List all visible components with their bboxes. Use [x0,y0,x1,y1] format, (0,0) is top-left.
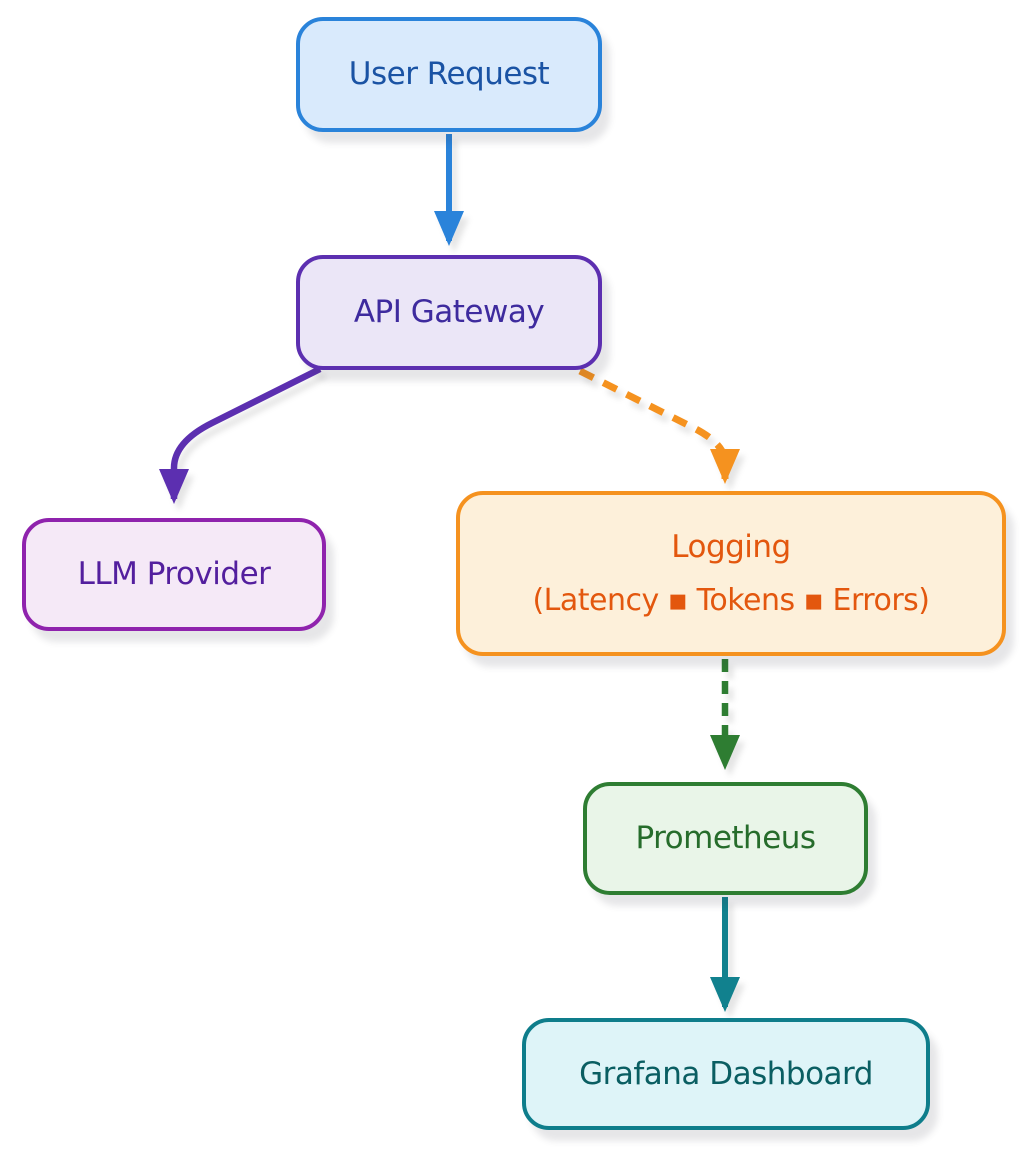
node-prometheus: Prometheus [583,782,868,895]
node-logging-sublabel: (Latency ▪ Tokens ▪ Errors) [532,583,930,619]
node-llm-provider-label: LLM Provider [77,556,271,593]
edge-api-gateway-to-llm-provider [159,366,322,504]
node-user-request-label: User Request [348,56,550,93]
edge-api-gateway-to-logging [578,367,740,484]
node-llm-provider: LLM Provider [22,518,326,631]
node-logging-label: Logging [671,528,791,565]
node-api-gateway-label: API Gateway [353,294,545,331]
node-grafana: Grafana Dashboard [522,1018,930,1130]
node-prometheus-label: Prometheus [635,820,816,857]
node-user-request: User Request [296,17,602,132]
node-logging: Logging (Latency ▪ Tokens ▪ Errors) [456,491,1006,656]
node-api-gateway: API Gateway [296,255,602,370]
node-grafana-label: Grafana Dashboard [579,1055,873,1092]
